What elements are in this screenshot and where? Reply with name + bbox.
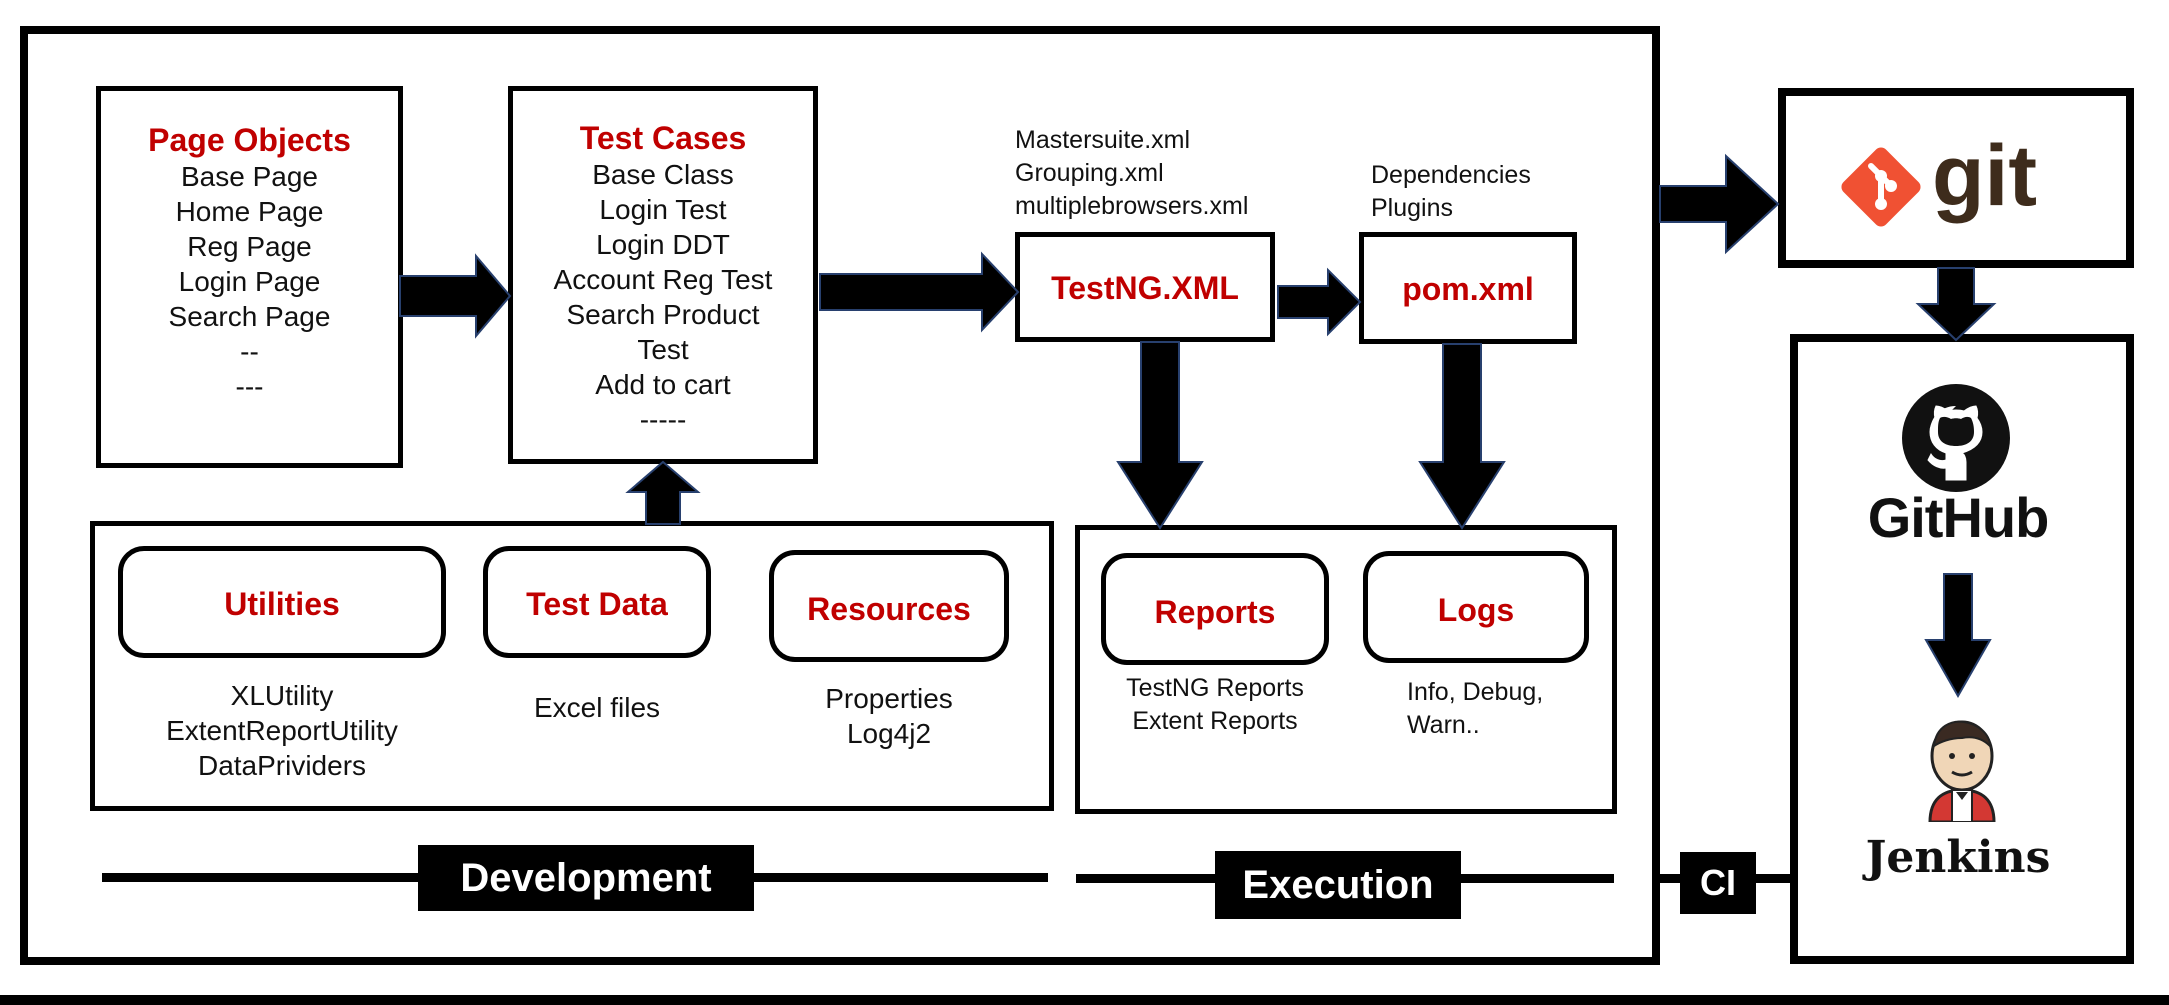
logs-title: Logs [1437,592,1515,628]
note-item: Mastersuite.xml [1015,126,1191,154]
test-cases-box: Test Cases Base Class Login Test Login D… [508,86,818,464]
github-octocat-icon [1902,384,2010,492]
list-item: Add to cart [595,369,731,400]
pom-xml-box: pom.xml [1359,232,1577,344]
list-item: --- [235,371,264,402]
reports-list: TestNG Reports Extent Reports [1091,672,1339,738]
testng-xml-title: TestNG.XML [1051,270,1239,306]
testng-notes: Mastersuite.xml Grouping.xml multiplebro… [1015,124,1315,223]
list-item: Info, Debug, [1407,678,1544,706]
list-item: Login Test [599,194,727,225]
git-frame [1778,88,2134,268]
git-logo-icon [1841,147,1921,227]
test-data-title: Test Data [526,586,668,622]
list-item: ExtentReportUtility [166,715,398,746]
arrow-right-icon [1277,267,1362,337]
test-data-list: Excel files [483,690,711,725]
testng-xml-box: TestNG.XML [1015,232,1275,342]
arrow-right-icon [399,253,512,339]
bottom-border [0,995,2169,1005]
arrow-down-icon [1915,267,1997,342]
jenkins-wordmark: Jenkins [1865,832,2051,883]
execution-label: Execution [1215,851,1461,919]
test-data-box: Test Data [483,546,711,658]
list-item: Reg Page [187,231,312,262]
note-item: Plugins [1371,194,1453,222]
page-objects-box: Page Objects Base Page Home Page Reg Pag… [96,86,403,468]
logs-box: Logs [1363,551,1589,663]
arrow-down-icon [1418,343,1506,530]
list-item: XLUtility [230,680,334,711]
note-item: Grouping.xml [1015,159,1164,187]
list-item: Base Page [181,161,318,192]
list-item: Search Product [566,299,760,330]
utilities-list: XLUtility ExtentReportUtility DataPrivid… [112,678,452,783]
list-item: Base Class [592,159,734,190]
resources-box: Resources [769,550,1009,662]
jenkins-butler-icon [1928,720,1996,822]
arrow-right-icon [1659,153,1780,255]
logs-list: Info, Debug, Warn.. [1407,676,1587,742]
pom-notes: Dependencies Plugins [1371,159,1591,225]
list-item: -- [240,336,259,367]
list-item: Log4j2 [846,718,932,749]
page-objects-title: Page Objects [148,122,351,158]
list-item: Account Reg Test [553,264,773,295]
list-item: Warn.. [1407,711,1480,739]
note-item: multiplebrowsers.xml [1015,192,1249,220]
resources-title: Resources [807,591,971,627]
list-item: DataPrividers [197,750,367,781]
arrow-up-icon [625,460,701,525]
git-wordmark: git [1932,128,2038,224]
development-label: Development [418,845,754,911]
list-item: Search Page [168,301,331,332]
list-item: Login Page [178,266,321,297]
utilities-title: Utilities [224,586,340,622]
list-item: Extent Reports [1132,707,1298,735]
reports-title: Reports [1154,594,1276,630]
pom-xml-title: pom.xml [1402,271,1534,307]
arrow-down-icon [1116,341,1204,530]
list-item: ----- [639,404,687,435]
test-cases-title: Test Cases [579,120,747,156]
list-item: Login DDT [596,229,730,260]
utilities-box: Utilities [118,546,446,658]
arrow-down-icon [1924,573,1992,699]
ci-label: CI [1680,852,1756,914]
list-item: Test [637,334,689,365]
reports-box: Reports [1101,553,1329,665]
list-item: Excel files [533,692,661,723]
list-item: Properties [825,683,953,714]
arrow-right-icon [819,251,1020,333]
list-item: TestNG Reports [1126,674,1304,702]
resources-list: Properties Log4j2 [769,681,1009,751]
github-wordmark: GitHub [1867,486,2050,549]
list-item: Home Page [175,196,324,227]
note-item: Dependencies [1371,161,1531,189]
